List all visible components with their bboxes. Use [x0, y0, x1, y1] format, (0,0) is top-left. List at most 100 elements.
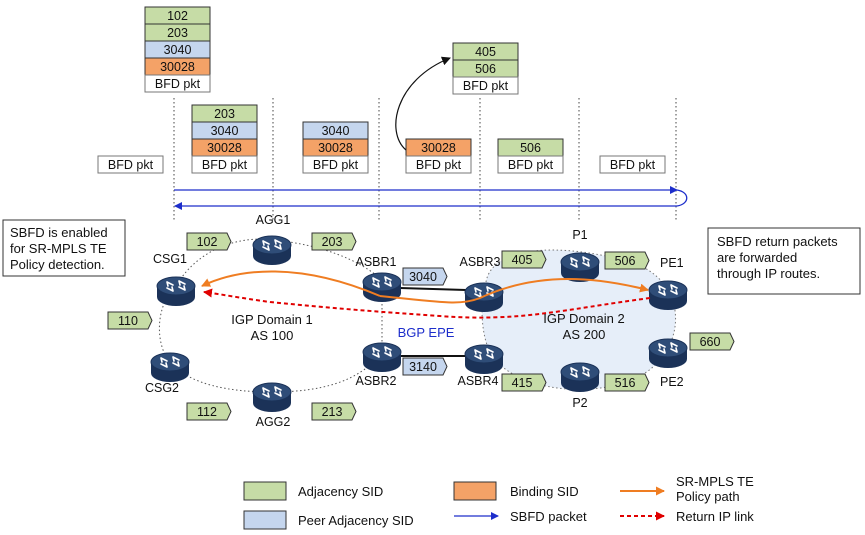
- router-agg1: [252, 235, 292, 265]
- sid-tag-label: 112: [197, 405, 217, 419]
- sid-tag-agg2-asbr2: 213: [311, 402, 357, 421]
- legend-policy-label-1: SR-MPLS TE: [676, 474, 754, 489]
- domain-labels: IGP Domain 1 AS 100 IGP Domain 2 AS 200 …: [231, 311, 624, 343]
- sid-tag-label: 506: [615, 254, 636, 268]
- router-arrows-icon: [262, 239, 282, 251]
- sid-label: 30028: [207, 141, 242, 155]
- sid-tag-shape: [689, 332, 735, 351]
- router-asbr3: [464, 282, 504, 312]
- router-asbr2: [362, 342, 402, 372]
- bfd-pkt-cell: [497, 155, 564, 174]
- router-csg1: [156, 276, 196, 306]
- sr-mpls-te-policy-path-2: [379, 278, 649, 304]
- sid-tag-label: 110: [118, 314, 138, 328]
- domain1-as-label: AS 100: [251, 328, 294, 343]
- sid-tag-asbr2-asbr4: 3140: [402, 357, 448, 376]
- sid-tag-shape: [107, 311, 153, 330]
- legend-peer-adjacency-swatch: [243, 510, 287, 530]
- sid-tag-asbr1-asbr3: 3040: [402, 267, 448, 286]
- label-stack: BFD pkt: [599, 155, 666, 174]
- binding-sid-expansion-arrow: [395, 56, 451, 151]
- sid-label: 30028: [421, 141, 456, 155]
- callout-line: Policy detection.: [10, 257, 105, 272]
- hop-separators: [173, 98, 677, 222]
- sid-tag-csg1-csg2: 110: [107, 311, 153, 330]
- sid-tag-shape: [186, 232, 232, 251]
- router-top: [362, 342, 402, 362]
- sid-tag-p1-pe1: 506: [604, 251, 650, 270]
- domain2-as-label: AS 200: [563, 327, 606, 342]
- sid-tag-shape: [604, 251, 650, 270]
- router-top: [252, 382, 292, 402]
- router-arrows-icon: [166, 280, 186, 292]
- sid-tag-shape: [186, 402, 232, 421]
- sid-tag-shape: [311, 232, 357, 251]
- router-asbr4: [464, 344, 504, 374]
- router-label: ASBR1: [356, 255, 397, 269]
- router-label: PE1: [660, 256, 684, 270]
- callout-line: are forwarded: [717, 250, 797, 265]
- router-arrows-icon: [372, 346, 392, 358]
- bfd-pkt-label: BFD pkt: [313, 158, 359, 172]
- sid-label: 405: [475, 45, 496, 59]
- sid-tag-label: 415: [512, 376, 533, 390]
- legend-adjacency-label: Adjacency SID: [298, 484, 383, 499]
- domain1-label: IGP Domain 1: [231, 312, 312, 327]
- sid-tag-csg2-agg2: 112: [186, 402, 232, 421]
- router-pe1: [648, 280, 688, 310]
- bfd-pkt-cell: [302, 155, 369, 174]
- router-label: AGG1: [256, 213, 291, 227]
- bfd-pkt-cell: [97, 155, 164, 174]
- bfd-pkt-label: BFD pkt: [610, 158, 656, 172]
- router-label: CSG2: [145, 381, 179, 395]
- bfd-pkt-cell: [405, 155, 472, 174]
- sid-tag-label: 3040: [409, 270, 437, 284]
- callout-line: SBFD return packets: [717, 234, 838, 249]
- return-ip-link: [203, 288, 651, 319]
- bfd-pkt-cell: [191, 155, 258, 174]
- sid-tag-agg1-asbr1: 203: [311, 232, 357, 251]
- router-top: [150, 352, 190, 372]
- callout-line: for SR-MPLS TE: [10, 241, 107, 256]
- sid-tag-label: 516: [615, 376, 636, 390]
- bfd-pkt-label: BFD pkt: [463, 79, 509, 93]
- sid-tag-label: 3140: [409, 360, 437, 374]
- sid-tag-csg1-agg1: 102: [186, 232, 232, 251]
- router-label: PE2: [660, 375, 684, 389]
- sid-tag-label: 102: [197, 235, 218, 249]
- sid-label: 506: [475, 62, 496, 76]
- sid-tag-asbr4-p2: 415: [501, 373, 547, 392]
- router-label: P1: [572, 228, 587, 242]
- router-arrows-icon: [570, 366, 590, 378]
- sid-tag-pe1-pe2: 660: [689, 332, 735, 351]
- router-top: [362, 272, 402, 292]
- sid-label: 3040: [211, 124, 239, 138]
- legend-return-label: Return IP link: [676, 509, 754, 524]
- router-label: ASBR3: [460, 255, 501, 269]
- router-top: [560, 362, 600, 382]
- router-arrows-icon: [474, 348, 494, 360]
- router-label: CSG1: [153, 252, 187, 266]
- legend-adjacency-swatch: [243, 481, 287, 501]
- domain2-label: IGP Domain 2: [543, 311, 624, 326]
- router-csg2: [150, 352, 190, 382]
- sid-label: 506: [520, 141, 541, 155]
- router-top: [648, 338, 688, 358]
- sid-tag-label: 213: [322, 405, 343, 419]
- router-arrows-icon: [372, 276, 392, 288]
- sid-tag-shape: [402, 267, 448, 286]
- sid-tag-label: 660: [700, 335, 721, 349]
- router-label: AGG2: [256, 415, 291, 429]
- bfd-pkt-cell: [144, 74, 211, 93]
- bfd-pkt-label: BFD pkt: [202, 158, 248, 172]
- sid-tag-shape: [501, 250, 547, 269]
